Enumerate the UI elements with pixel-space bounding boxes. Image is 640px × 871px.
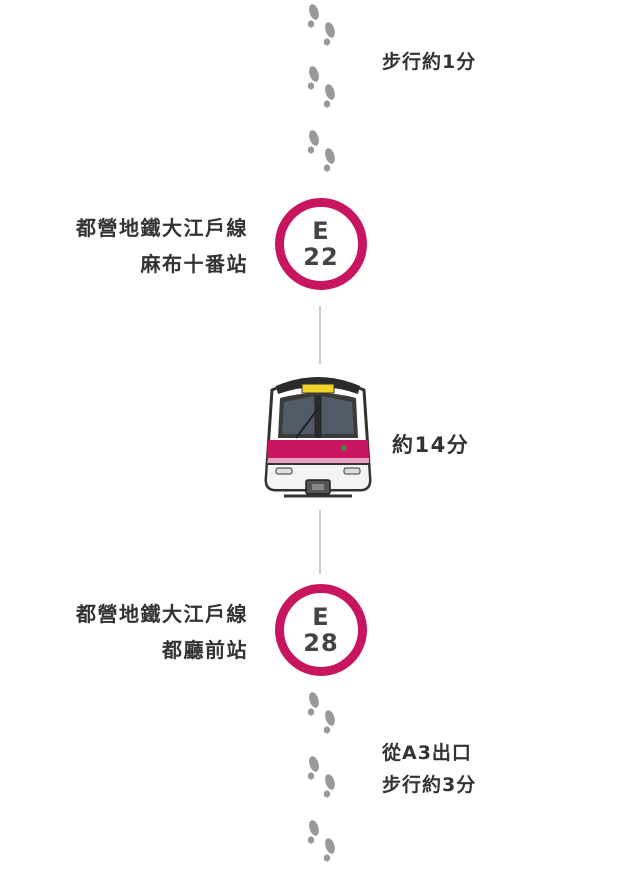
station-from-line: 都營地鐵大江戶線: [76, 216, 248, 240]
footsteps-icon: [302, 754, 342, 802]
footsteps-icon: [302, 64, 342, 112]
route-connector-top: [319, 306, 321, 364]
route-connector-bottom: [319, 510, 321, 574]
station-from-badge: E 22: [275, 198, 367, 290]
walk-after-duration-label: 步行約3分: [382, 774, 477, 796]
footsteps-icon: [302, 128, 342, 176]
station-to-station: 都廳前站: [162, 638, 248, 662]
footsteps-icon: [302, 2, 342, 50]
footsteps-icon: [302, 690, 342, 738]
walk-before-label: 步行約1分: [382, 51, 477, 73]
train-icon: [262, 372, 374, 506]
ride-duration-label: 約14分: [392, 433, 470, 457]
station-to-badge: E 28: [275, 584, 367, 676]
station-to-code-letter: E: [312, 603, 330, 631]
station-to-code-number: 28: [303, 629, 339, 657]
station-from-code-number: 22: [303, 243, 339, 271]
station-from-station: 麻布十番站: [140, 252, 248, 276]
walk-after-exit-label: 從A3出口: [382, 742, 472, 764]
station-to-name: 都營地鐵大江戶線 都廳前站: [76, 596, 248, 668]
footsteps-icon: [302, 818, 342, 866]
station-from-code-letter: E: [312, 217, 330, 245]
station-from-name: 都營地鐵大江戶線 麻布十番站: [76, 210, 248, 282]
station-to-line: 都營地鐵大江戶線: [76, 602, 248, 626]
